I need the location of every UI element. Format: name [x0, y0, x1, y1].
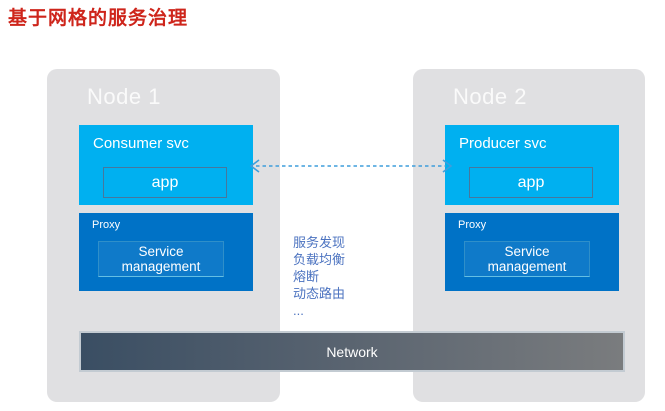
node-2-label: Node 2 — [453, 84, 527, 109]
feature-circuit-breaking: 熔断 — [293, 269, 320, 284]
network-bar: Network — [79, 331, 625, 372]
node-2-service-management-box: Service management — [464, 241, 590, 277]
dashed-double-arrow — [249, 159, 453, 173]
producer-svc-box: Producer svc app — [445, 125, 619, 205]
node-2-proxy-box: Proxy Service management — [445, 213, 619, 291]
feature-ellipsis: ... — [293, 303, 304, 318]
feature-dynamic-routing: 动态路由 — [293, 286, 346, 301]
node-1-label: Node 1 — [87, 84, 161, 109]
consumer-app-box: app — [103, 167, 227, 198]
node-1-proxy-box: Proxy Service management — [79, 213, 253, 291]
node-1-proxy-label: Proxy — [92, 219, 121, 231]
node-2-proxy-label: Proxy — [458, 219, 487, 231]
consumer-svc-label: Consumer svc — [93, 135, 189, 152]
node-1-service-management-box: Service management — [98, 241, 224, 277]
producer-app-box: app — [469, 167, 593, 198]
page-title: 基于网格的服务治理 — [8, 8, 189, 29]
mesh-feature-list: 服务发现 负载均衡 熔断 动态路由 ... — [293, 234, 345, 319]
feature-load-balancing: 负载均衡 — [293, 252, 346, 267]
producer-svc-label: Producer svc — [459, 135, 547, 152]
consumer-svc-box: Consumer svc app — [79, 125, 253, 205]
feature-service-discovery: 服务发现 — [293, 235, 346, 250]
